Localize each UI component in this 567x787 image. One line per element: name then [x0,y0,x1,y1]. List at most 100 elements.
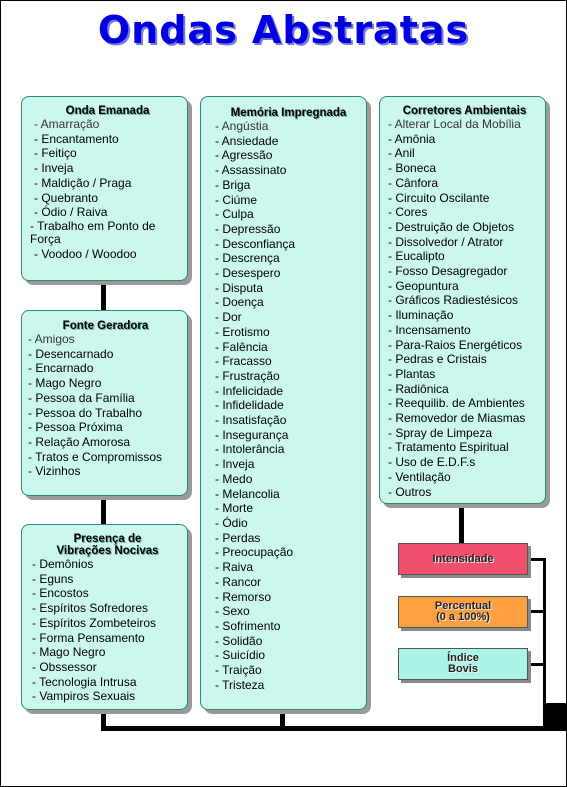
list-item: - Quebranto [34,190,99,205]
list-item: - Cânfora [388,175,439,190]
list-item: - Encarnado [28,361,94,376]
onda-emanada-title: Onda Emanada [65,105,150,117]
memoria-impregnada-title: Memória Impregnada [230,107,347,119]
list-item: - Vizinhos [28,464,81,479]
list-item: - Sofrimento [215,618,281,633]
list-item: - Pessoa do Trabalho [28,405,143,420]
list-item: - Cores [388,205,428,220]
indice-bovis-button[interactable]: Índice Bovis [398,648,528,680]
list-item: - Demônios [32,557,94,571]
list-item: - Plantas [388,366,436,381]
intensidade-button[interactable]: Intensidade [398,543,528,575]
fonte-geradora-box: Fonte Geradora - Amigos - Desencarnado -… [21,310,188,496]
memoria-impregnada-box: Memória Impregnada - Angústia- Ansiedade… [200,96,367,710]
page-title: Ondas Abstratas [97,8,470,52]
list-item: - Mago Negro [32,645,106,660]
list-item: - Obssessor [32,659,97,674]
percentual-button[interactable]: Percentual (0 a 100%) [398,596,528,628]
list-item: - Ventilação [388,469,451,484]
list-item: - Desencarnado [28,346,114,361]
list-item: - Descrença [215,251,280,266]
list-item: - Gráficos Radiestésicos [388,293,519,308]
list-item: - Incensamento [388,322,471,337]
list-item: - Assassinato [215,163,287,178]
fonte-geradora-title: Fonte Geradora [62,320,149,332]
list-item: - Radiônica [388,381,449,396]
corretores-ambientais-title: Corretores Ambientais [402,105,527,117]
connector-buttons-vertical [543,558,546,728]
list-item: - Spray de Limpeza [388,425,493,440]
list-item: - Morte [215,501,254,516]
connector-right-vertical [459,502,464,550]
list-item: - Destruição de Objetos [388,219,515,234]
presenca-title-line2: Vibrações Nocivas [56,545,159,557]
connector-middle-vertical [280,708,285,730]
list-item: - Pessoa da Família [28,390,135,405]
list-item: - Relação Amorosa [28,434,131,449]
intensidade-label: Intensidade [432,552,494,565]
fonte-geradora-list: - Amigos - Desencarnado - Encarnado - Ma… [28,332,183,479]
list-item: - Perdas [215,530,261,545]
list-item: - Tratos e Compromissos [28,449,163,464]
list-item: - Infelicidade [215,383,284,398]
connector-button-indice [526,663,546,666]
list-item: - Maldição / Praga [34,175,132,190]
corretores-ambientais-list: - Alterar Local da Mobília- Amônia- Anil… [388,117,541,499]
connector-end-block [543,703,567,726]
list-item: - Ódio / Raiva [34,205,108,220]
list-item: - Intolerância [215,442,285,457]
list-item: - Removedor de Miasmas [388,411,526,426]
list-item: - Doença [215,295,264,310]
presenca-title-line1: Presença de [73,533,142,545]
list-item: - Inveja [215,457,255,472]
list-item: - Melancolia [215,486,280,501]
list-item: - Para-Raios Energéticos [388,337,523,352]
corretores-ambientais-box: Corretores Ambientais - Alterar Local da… [379,96,546,504]
list-item: - Desespero [215,266,281,281]
list-item: - Forma Pensamento [32,630,145,645]
list-item: - Fosso Desagregador [388,264,508,279]
presenca-vibracoes-box: Presença de Vibrações Nocivas - Demônios… [21,524,188,710]
indice-label-line1: Índice [447,652,479,664]
list-item: - Preocupação [215,545,294,560]
list-item: - Desconfiança [215,236,296,251]
list-item: - Tecnologia Intrusa [32,674,137,689]
list-item: - Suicídio [215,648,266,663]
list-item: - Alterar Local da Mobília [388,117,521,131]
list-item: - Encantamento [34,131,119,146]
presenca-vibracoes-title: Presença de Vibrações Nocivas [32,533,183,557]
onda-emanada-box: Onda Emanada - Amarração - Encantamento … [21,96,188,281]
list-item: - Dissolvedor / Atrator [388,234,504,249]
list-item: - Insegurança [215,427,289,442]
list-item: - Eguns [32,571,74,586]
list-item: - Agressão [215,148,273,163]
list-item: - Frustração [215,368,280,383]
list-item: - Ciúme [215,192,258,207]
list-item: - Remorso [215,589,272,604]
percentual-label-line2: (0 a 100%) [436,611,490,623]
list-item: - Traição [215,663,262,678]
list-item: - Geopuntura [388,278,459,293]
list-item: - Outros [388,484,432,499]
list-item: - Briga [215,177,251,192]
list-item: - Reequilib. de Ambientes [388,396,525,411]
connector-button-percentual [526,610,546,613]
list-item: - Espíritos Sofredores [32,601,149,616]
list-item: - Pedras e Cristais [388,352,487,367]
list-item: - Anil [388,146,415,161]
list-item: - Amônia [388,131,436,146]
list-item: - Culpa [215,207,254,222]
list-item: - Disputa [215,280,264,295]
list-item: - Trabalho em Ponto de Força [30,218,156,246]
list-item: - Boneca [388,161,437,176]
list-item: - Iluminação [388,308,454,323]
list-item: - Ódio [215,515,248,530]
list-item: - Falência [215,339,268,354]
list-item: - Infidelidade [215,398,284,413]
list-item: - Pessoa Próxima [28,420,123,435]
list-item: - Amarração [34,117,100,131]
list-item: - Mago Negro [28,376,102,391]
list-item: - Amigos [28,332,75,346]
list-item: - Eucalipto [388,249,445,264]
list-item: - Angústia [215,119,269,133]
